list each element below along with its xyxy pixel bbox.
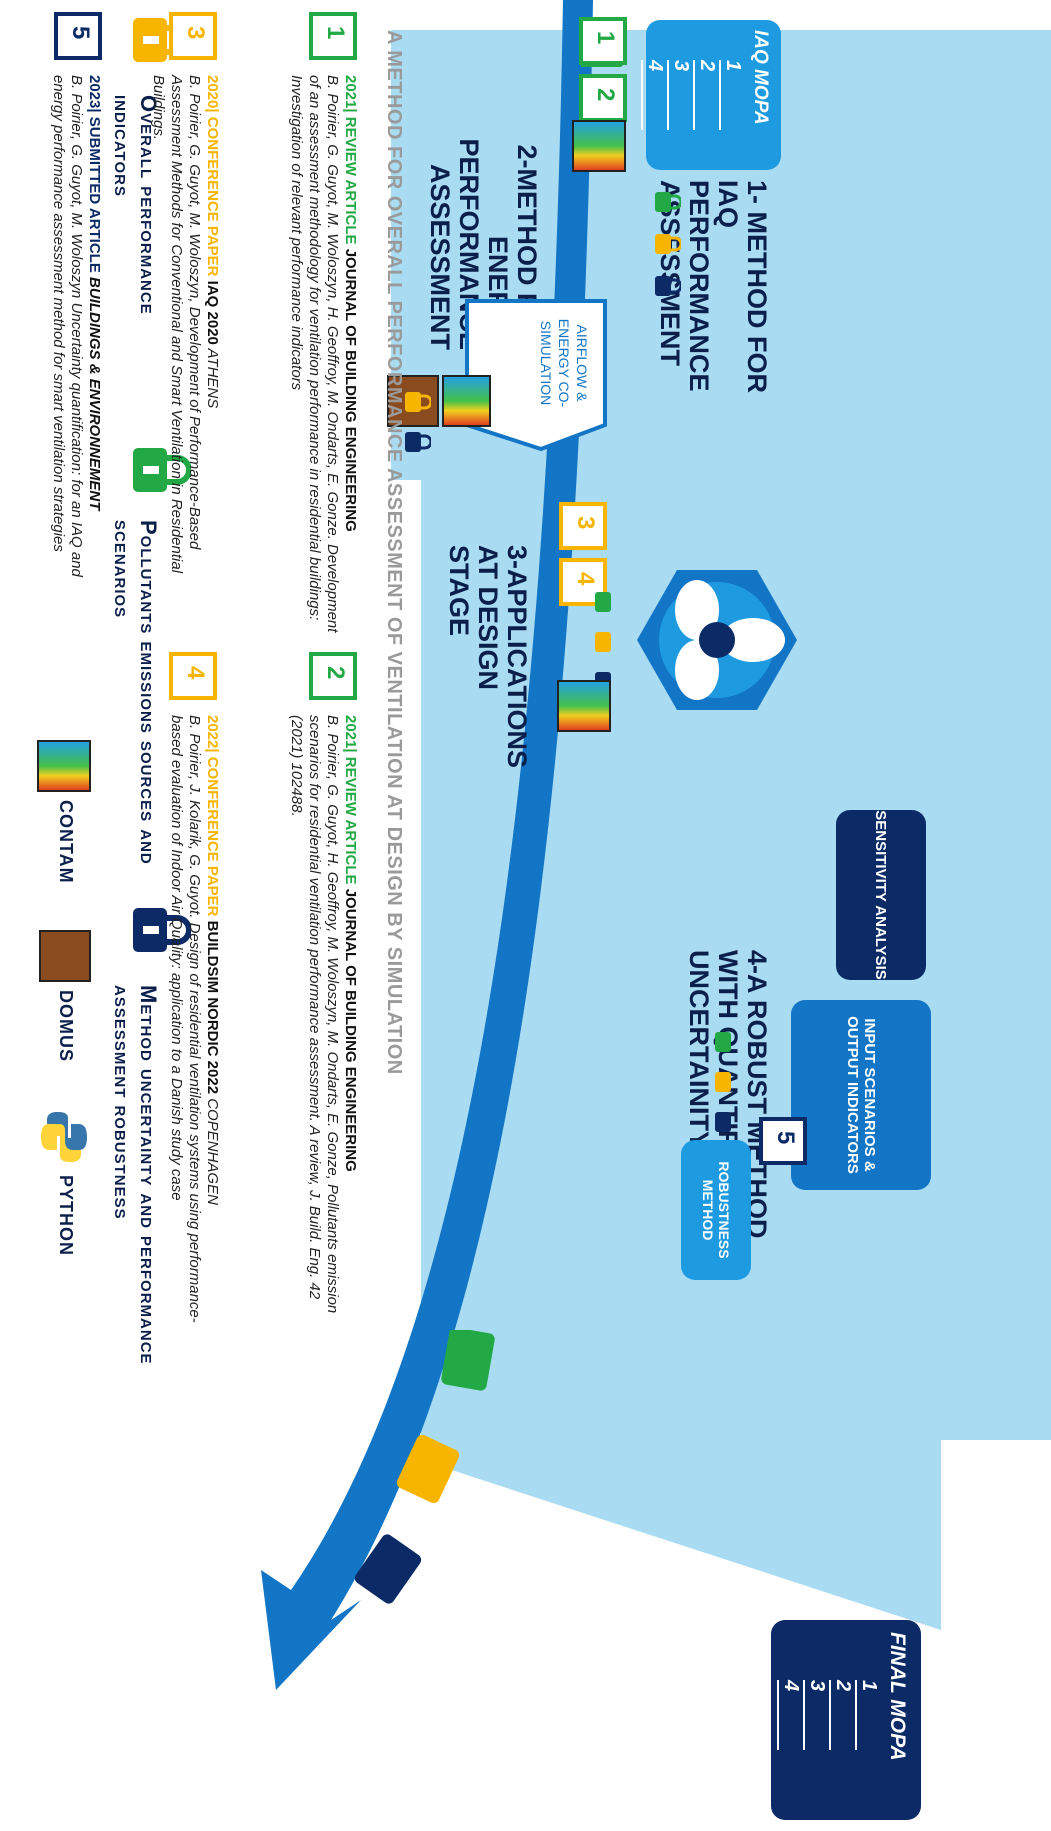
contam-icon	[557, 680, 611, 732]
pub-2-number: 2	[322, 666, 349, 680]
pub-1-badge: 1	[302, 10, 361, 64]
iaq-mopa-ranks: 1 2 3 4	[641, 60, 745, 170]
pub-text: B. Poirier, J. Kolarik, G. Guyot. Design…	[168, 715, 203, 1323]
pub-text: B. Poirier, G. Guyot, M. Woloszyn, H. Ge…	[288, 75, 341, 633]
lock-icon	[133, 448, 192, 492]
cosim-label: AIRFLOW & ENERGY CO-SIMULATION	[538, 318, 590, 408]
domus-icon	[39, 930, 91, 982]
final-mopa-title: FINAL MOPA	[886, 1632, 909, 1761]
step3-title: 3-APPLICATIONS AT DESIGN STAGE	[444, 545, 532, 769]
python-icon	[32, 1110, 91, 1164]
rank-4: 4	[641, 60, 667, 130]
legend-uncertainty-label: Method uncertainty and performance asses…	[110, 985, 161, 1365]
rank-4: 4	[777, 1680, 803, 1750]
pub-type: SUBMITTED ARTICLE	[86, 116, 103, 273]
lock-icon-yellow	[396, 1434, 460, 1504]
pub-3-badge: 3	[162, 10, 221, 64]
pub-venue: BUILDINGS & ENVIRONNEMENT	[86, 277, 103, 511]
lock-icon-navy	[655, 276, 683, 296]
pub-3-number: 3	[182, 26, 209, 40]
pub-1-number: 1	[322, 26, 349, 40]
lock-icon-green	[655, 192, 683, 212]
doc-3-badge: 3	[552, 500, 611, 554]
final-mopa-box: FINAL MOPA 1 2 3 4	[771, 1620, 921, 1820]
lock-icon-yellow	[655, 234, 683, 254]
rank-2: 2	[829, 1680, 855, 1750]
flow-curve	[261, 0, 593, 1690]
sensitivity-analysis-box: SENSITIVITY ANALYSIS	[836, 810, 926, 980]
fan-icon	[631, 560, 801, 720]
robustness-method-box: ROBUSTNESS METHOD	[681, 1140, 751, 1280]
doc-1-badge: 1	[572, 15, 631, 69]
final-mopa-ranks: 1 2 3 4	[777, 1680, 881, 1820]
lock-icon	[133, 908, 192, 952]
pub-year: 2021|	[342, 75, 359, 113]
pub-year: 2020|	[204, 75, 221, 113]
pub-type: REVIEW ARTICLE	[342, 116, 359, 245]
pub-year: 2023|	[86, 75, 103, 113]
pub-year: 2022|	[204, 715, 221, 753]
pub-text: B. Poirier, G. Guyot, H. Geoffroy, M. Wo…	[288, 715, 341, 1314]
pub-4-number: 4	[182, 666, 209, 680]
pub-venue: JOURNAL OF BUILDING ENGINEERING	[342, 248, 359, 532]
pub-5-badge: 5	[47, 10, 106, 64]
cosim-box: AIRFLOW & ENERGY CO-SIMULATION	[461, 295, 611, 455]
lock-icon-navy	[354, 1534, 422, 1604]
rank-1: 1	[719, 60, 745, 130]
contam-label: CONTAM	[56, 800, 76, 884]
rank-3: 3	[667, 60, 693, 130]
curve-locks	[354, 1330, 495, 1604]
publication-1: 2021| REVIEW ARTICLE JOURNAL OF BUILDING…	[287, 75, 359, 635]
step4-locks	[706, 1030, 741, 1160]
document-icon	[579, 17, 627, 67]
rank-2: 2	[693, 60, 719, 130]
doc-4-number: 4	[572, 572, 599, 586]
input-scenarios-box: INPUT SCENARIOS & OUTPUT INDICATORS	[791, 1000, 931, 1190]
pub-venue: IAQ 2020	[204, 280, 221, 345]
pub-5-number: 5	[67, 26, 94, 40]
publication-2: 2021| REVIEW ARTICLE JOURNAL OF BUILDING…	[287, 715, 359, 1335]
pub-text: B. Poirier, G. Guyot, M. Woloszyn, Devel…	[150, 75, 203, 574]
contam-icon	[572, 120, 626, 172]
publication-3: 2020| CONFERENCE PAPER IAQ 2020 ATHENS B…	[149, 75, 221, 595]
legend-pollutants	[126, 440, 192, 500]
contam-icon	[442, 375, 491, 427]
pub-venue: JOURNAL OF BUILDING ENGINEERING	[342, 888, 359, 1172]
legend-uncertainty	[126, 900, 192, 960]
pub-city: COPENHAGEN	[204, 1098, 221, 1205]
pub-type: REVIEW ARTICLE	[342, 756, 359, 885]
domus-label: DOMUS	[56, 990, 76, 1062]
pub-2-badge: 2	[302, 650, 361, 704]
pub-city: ATHENS	[204, 348, 221, 409]
pub-type: CONFERENCE PAPER	[204, 756, 221, 917]
step1-locks	[646, 190, 683, 310]
pub-text: B. Poirier, G. Guyot, M. Woloszyn Uncert…	[50, 75, 85, 577]
lock-icon-green	[441, 1330, 495, 1391]
doc-5-number: 5	[772, 1131, 799, 1145]
main-title: A METHOD FOR OVERALL PERFORMANCE ASSESSM…	[383, 30, 405, 1075]
doc-5-badge: 5	[752, 1115, 811, 1169]
pub-4-badge: 4	[162, 650, 221, 704]
python-label: PYTHON	[56, 1175, 76, 1257]
rank-3: 3	[803, 1680, 829, 1750]
iaq-mopa-box: IAQ MOPA 1 2 3 4	[641, 20, 781, 170]
publication-5: 2023| SUBMITTED ARTICLE BUILDINGS & ENVI…	[49, 75, 103, 595]
contam-icon	[37, 740, 91, 792]
pub-year: 2021|	[342, 715, 359, 753]
doc-1-number: 1	[592, 31, 619, 45]
iaq-mopa-title: IAQ MOPA	[750, 30, 771, 125]
doc-2-badge: 2	[572, 72, 631, 126]
doc-2-number: 2	[592, 88, 619, 102]
step2-locks	[396, 390, 433, 470]
rank-1: 1	[855, 1680, 881, 1750]
doc-4-badge: 4	[552, 556, 611, 610]
pub-type: CONFERENCE PAPER	[204, 116, 221, 277]
pub-venue: BUILDSIM NORDIC 2022	[204, 920, 221, 1095]
publication-4: 2022| CONFERENCE PAPER BUILDSIM NORDIC 2…	[167, 715, 221, 1335]
doc-3-number: 3	[572, 516, 599, 530]
